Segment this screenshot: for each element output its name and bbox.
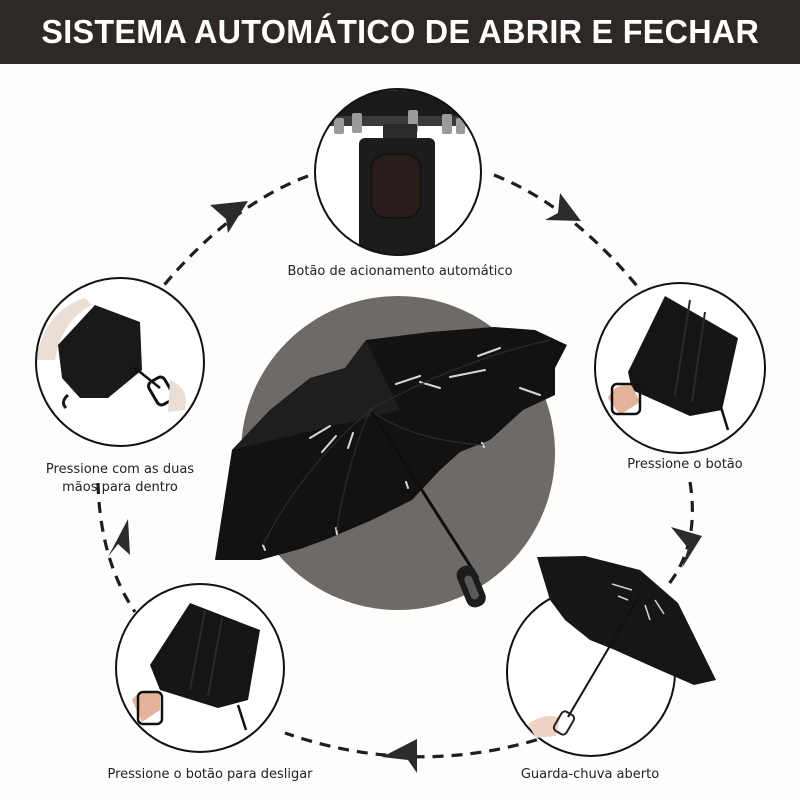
header-banner: SISTEMA AUTOMÁTICO DE ABRIR E FECHAR — [0, 0, 800, 64]
step-right — [594, 282, 766, 454]
step-label-left-line1: Pressione com as duas — [45, 462, 195, 477]
page-title: SISTEMA AUTOMÁTICO DE ABRIR E FECHAR — [41, 13, 759, 50]
arrow-icon — [210, 201, 248, 233]
center-umbrella — [215, 296, 567, 610]
step-left — [35, 277, 205, 447]
arrow-icon — [545, 193, 581, 221]
step-label-left-line2: mãos para dentro — [62, 480, 178, 495]
step-label-bottom-right: Guarda-chuva aberto — [520, 767, 660, 782]
step-bottom-right — [506, 556, 716, 757]
step-bottom-left — [115, 583, 285, 753]
arrow-icon — [108, 519, 130, 557]
step-label-top: Botão de acionamento automático — [287, 264, 513, 279]
step-label-right: Pressione o botão — [627, 457, 743, 472]
arrow-icon — [671, 527, 702, 568]
step-top — [314, 88, 482, 256]
flow-arrows — [108, 193, 702, 773]
step-label-left: Pressione com as duas mãos para dentro — [20, 461, 220, 497]
arrow-icon — [382, 739, 417, 773]
step-label-bottom-left: Pressione o botão para desligar — [107, 767, 313, 782]
